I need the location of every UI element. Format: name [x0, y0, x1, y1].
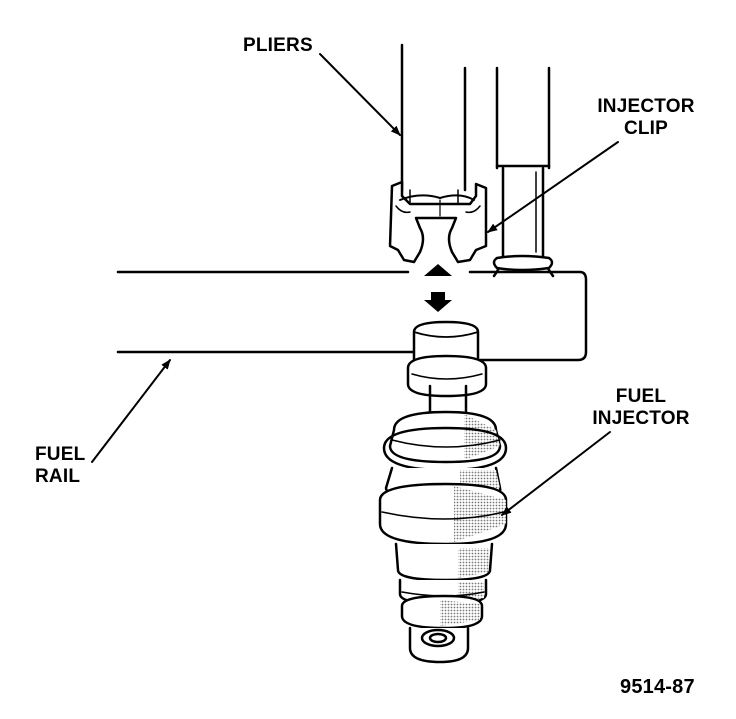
injector-clip: [388, 180, 488, 264]
pliers: [400, 43, 467, 206]
fuel-rail-label: FUEL RAIL: [35, 444, 85, 488]
injector-clip-leader: [487, 141, 619, 233]
supply-tube: [492, 66, 555, 278]
injector-clip-label: INJECTOR CLIP: [586, 96, 706, 140]
fuel-injector-label: FUEL INJECTOR: [586, 386, 696, 430]
fuel-rail-leader: [91, 359, 171, 463]
injector-clip-label-line1: INJECTOR: [597, 96, 695, 117]
figure-code: 9514-87: [620, 676, 695, 698]
fuel-rail-label-line2: RAIL: [35, 466, 81, 487]
fuel-injector-label-line2: INJECTOR: [592, 408, 690, 429]
pliers-label: PLIERS: [243, 35, 313, 56]
fuel-injector-leader: [501, 431, 611, 516]
pliers-leader: [319, 53, 401, 136]
leader-lines: [91, 53, 619, 516]
pull-direction-arrows: [424, 264, 452, 312]
fuel-injector-label-line1: FUEL: [615, 386, 667, 407]
fuel-rail-label-line1: FUEL: [35, 444, 86, 465]
fuel-rail: [116, 270, 588, 362]
injector-clip-label-line2: CLIP: [623, 118, 669, 139]
fuel-injector: [378, 320, 508, 664]
